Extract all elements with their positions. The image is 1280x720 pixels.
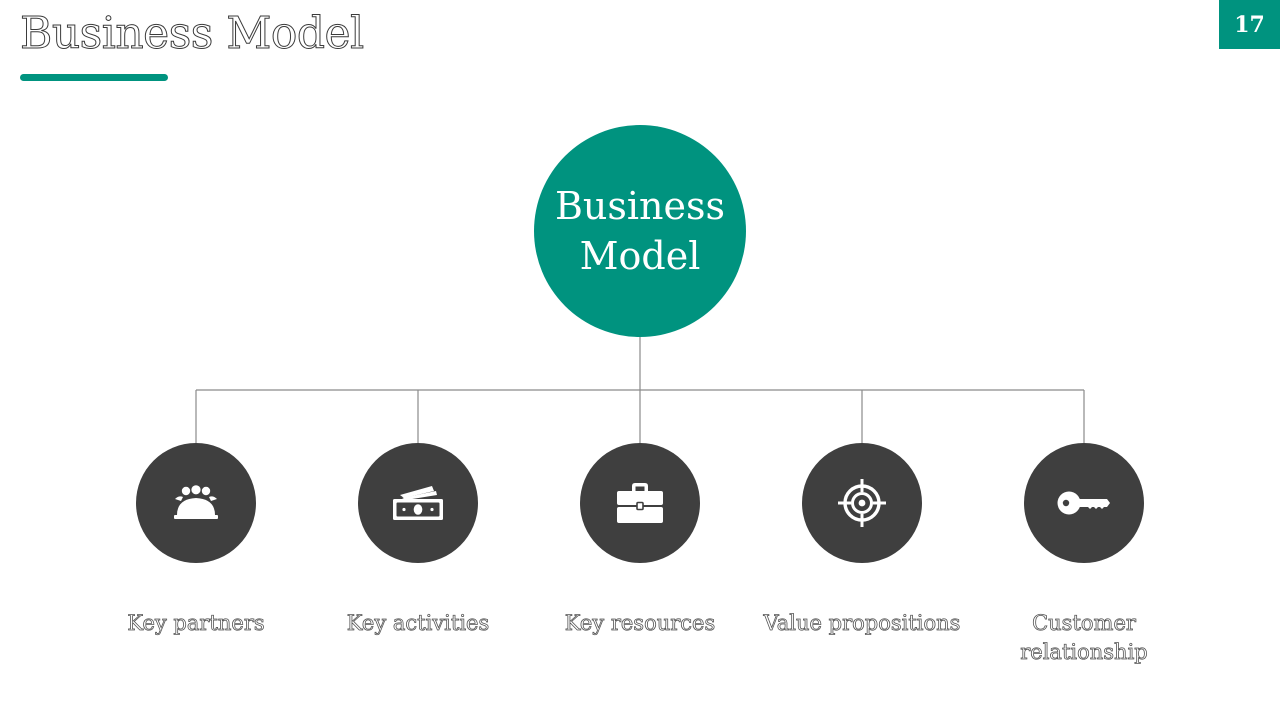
- node-value-propositions: [802, 443, 922, 563]
- node-key-activities: [358, 443, 478, 563]
- center-node-label: Business Model: [554, 184, 726, 278]
- node-label-key-activities: Key activities: [346, 611, 490, 636]
- page-number: 17: [1234, 11, 1265, 38]
- node-label-key-resources: Key resources: [564, 611, 716, 636]
- center-node-business-model: Business Model: [534, 125, 746, 337]
- node-label-key-partners: Key partners: [127, 611, 265, 636]
- target-crosshair-icon: [837, 478, 887, 528]
- node-customer-relationship: [1024, 443, 1144, 563]
- node-label-customer-relationship: Customer relationship: [1020, 611, 1148, 665]
- people-group-icon: [172, 485, 220, 521]
- briefcase-icon: [616, 482, 664, 524]
- node-label-value-propositions: Value propositions: [763, 611, 961, 636]
- node-key-resources: [580, 443, 700, 563]
- node-key-partners: [136, 443, 256, 563]
- page-number-badge: 17: [1219, 0, 1280, 49]
- key-icon: [1057, 489, 1111, 517]
- title-underline: [20, 74, 168, 81]
- slide-title: Business Model: [20, 8, 365, 60]
- money-cash-icon: [392, 485, 444, 521]
